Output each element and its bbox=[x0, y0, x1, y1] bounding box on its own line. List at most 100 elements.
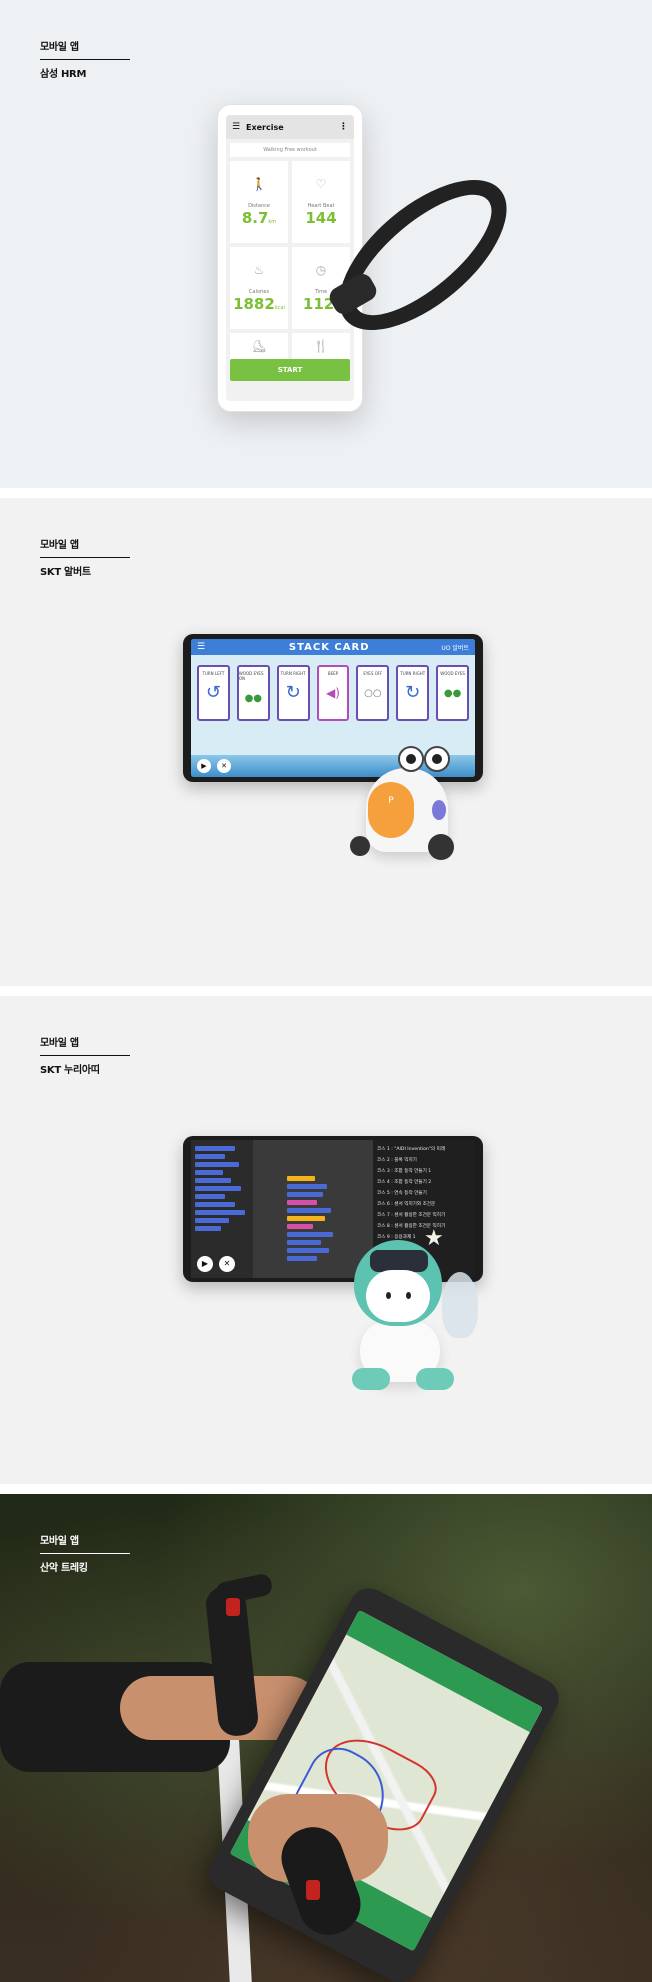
robot-foot bbox=[352, 1368, 390, 1390]
card-symbol: ↺ bbox=[205, 682, 221, 703]
code-block[interactable] bbox=[287, 1192, 323, 1197]
metric-label: Time bbox=[314, 289, 328, 295]
stack-card[interactable]: TURN LEFT ↺ bbox=[197, 665, 230, 721]
metric-value: 8.7km bbox=[241, 209, 277, 227]
code-workspace[interactable] bbox=[253, 1140, 373, 1278]
robot-eye-left bbox=[398, 746, 424, 772]
section-title: 산악 트레킹 bbox=[40, 1563, 88, 1574]
code-block[interactable] bbox=[287, 1176, 315, 1181]
stack-card[interactable]: WOOD EYES ●● bbox=[436, 665, 470, 721]
metric-label: Calories bbox=[248, 289, 270, 295]
lesson-item[interactable]: 코스 6 : 센서 익히기와 조건문 bbox=[377, 1202, 436, 1207]
metric-distance[interactable]: 🚶 Distance 8.7km bbox=[230, 161, 288, 243]
lesson-item[interactable]: 코스 5 : 연속 동작 만들기 bbox=[377, 1191, 427, 1196]
code-block[interactable] bbox=[195, 1178, 231, 1183]
code-block[interactable] bbox=[287, 1208, 331, 1213]
label-divider bbox=[40, 557, 130, 558]
card-label: WOOD EYES bbox=[440, 671, 465, 676]
code-block[interactable] bbox=[287, 1200, 317, 1205]
code-block[interactable] bbox=[195, 1218, 229, 1223]
stop-icon[interactable]: ✕ bbox=[219, 1256, 235, 1272]
app-bar: ☰ STACK CARD UO 알버트 bbox=[191, 639, 475, 655]
card-label: TURN LEFT bbox=[202, 671, 225, 676]
code-block[interactable] bbox=[287, 1184, 327, 1189]
label-divider bbox=[40, 1055, 130, 1056]
metric-calories[interactable]: ♨ Calories 1882kcal bbox=[230, 247, 288, 329]
code-block[interactable] bbox=[195, 1202, 235, 1207]
stack-card[interactable]: WOOD EYES ON●● bbox=[236, 665, 270, 721]
card-label: TURN RIGHT bbox=[400, 671, 426, 676]
code-block[interactable] bbox=[195, 1170, 223, 1175]
shoe-icon: ⛸ bbox=[251, 339, 267, 353]
star-icon: ★ bbox=[424, 1226, 444, 1251]
code-block[interactable] bbox=[195, 1194, 225, 1199]
code-block[interactable] bbox=[287, 1216, 325, 1221]
nuri-robot: ★ bbox=[320, 1226, 510, 1412]
section-mountain-trekking: 모바일 앱 산악 트레킹 bbox=[0, 1494, 652, 1982]
lesson-item[interactable]: 코스 9 : 응용과제 1 bbox=[377, 1235, 416, 1240]
code-block[interactable] bbox=[287, 1232, 333, 1237]
section-samsung-hrm: 모바일 앱 삼성 HRM ☰ Exercise ⋮ Walking Free w… bbox=[0, 0, 652, 488]
code-block[interactable] bbox=[195, 1162, 239, 1167]
section-title: 삼성 HRM bbox=[40, 69, 87, 80]
play-icon[interactable]: ▶ bbox=[197, 759, 211, 773]
app-title: Exercise bbox=[246, 122, 284, 132]
robot-wheel bbox=[428, 834, 454, 860]
code-block[interactable] bbox=[287, 1248, 329, 1253]
start-button[interactable]: START bbox=[230, 359, 350, 381]
robot-foot bbox=[416, 1368, 454, 1390]
play-icon[interactable]: ▶ bbox=[197, 1256, 213, 1272]
metric-label: Heart Beat bbox=[307, 203, 335, 209]
metric-heart-beat[interactable]: ♡ Heart Beat 144 bbox=[292, 161, 350, 243]
menu-icon[interactable]: ☰ bbox=[197, 642, 206, 652]
lesson-item[interactable]: 코스 8 : 센서 활용한 조건문 익히기 bbox=[377, 1224, 446, 1229]
stack-card[interactable]: EYES OFF○○ bbox=[356, 665, 390, 721]
code-block[interactable] bbox=[195, 1226, 221, 1231]
card-label: BEEP bbox=[327, 671, 339, 676]
robot-eye-left bbox=[386, 1292, 391, 1299]
lesson-item[interactable]: 코스 4 : 조합 동작 만들기 2 bbox=[377, 1180, 432, 1185]
code-block[interactable] bbox=[195, 1210, 245, 1215]
code-block[interactable] bbox=[287, 1240, 321, 1245]
section-label: 모바일 앱 SKT 누리아띠 bbox=[40, 1034, 130, 1076]
card-symbol: ↻ bbox=[285, 682, 301, 703]
albert-robot: P bbox=[350, 742, 456, 866]
workout-subtitle: Walking Free workout bbox=[230, 143, 350, 157]
metric-time[interactable]: ◷ Time 112m bbox=[292, 247, 350, 329]
stack-card[interactable]: BEEP ◀) bbox=[316, 665, 350, 721]
metric-tile-partial: 🍴 bbox=[292, 333, 350, 361]
app-screen: 코스 1 : "AIDI Invention"의 미래 코스 2 : 블록 익히… bbox=[191, 1140, 475, 1278]
code-block[interactable] bbox=[287, 1256, 317, 1261]
code-block[interactable] bbox=[195, 1154, 225, 1159]
section-label: 모바일 앱 삼성 HRM bbox=[40, 38, 130, 80]
code-block[interactable] bbox=[287, 1224, 313, 1229]
menu-icon[interactable]: ☰ bbox=[232, 122, 241, 132]
section-category: 모바일 앱 bbox=[40, 1536, 79, 1547]
card-symbol: ◀) bbox=[326, 686, 340, 700]
code-block[interactable] bbox=[195, 1146, 235, 1151]
section-category: 모바일 앱 bbox=[40, 42, 79, 53]
robot-side-light bbox=[432, 800, 446, 820]
metric-label: Distance bbox=[248, 203, 270, 209]
card-label: TURN RIGHT bbox=[280, 671, 306, 676]
lesson-item[interactable]: 코스 2 : 블록 익히기 bbox=[377, 1158, 417, 1163]
app-title: STACK CARD bbox=[288, 641, 370, 653]
code-block[interactable] bbox=[195, 1186, 241, 1191]
section-title: SKT 누리아띠 bbox=[40, 1065, 100, 1076]
lesson-item[interactable]: 코스 7 : 센서 활용한 조건문 익히기 bbox=[377, 1213, 446, 1218]
stack-card[interactable]: TURN RIGHT ↻ bbox=[276, 665, 310, 721]
metric-value: 1882kcal bbox=[233, 295, 285, 313]
stack-card[interactable]: TURN RIGHT↻ bbox=[396, 665, 430, 721]
lesson-item[interactable]: 코스 1 : "AIDI Invention"의 미래 bbox=[377, 1147, 446, 1152]
card-symbol: ●● bbox=[443, 688, 462, 699]
metrics-grid: 🚶 Distance 8.7km ♡ Heart Beat 144 ♨ Calo… bbox=[226, 161, 354, 361]
user-selector[interactable]: UO 알버트 bbox=[441, 644, 469, 652]
phone-mockup: ☰ Exercise ⋮ Walking Free workout 🚶 Dist… bbox=[217, 104, 363, 412]
flame-icon: ♨ bbox=[253, 263, 265, 277]
more-icon[interactable]: ⋮ bbox=[339, 122, 348, 132]
robot-eye-right bbox=[424, 746, 450, 772]
label-divider bbox=[40, 1553, 130, 1554]
lesson-item[interactable]: 코스 3 : 조합 동작 만들기 1 bbox=[377, 1169, 432, 1174]
stop-icon[interactable]: ✕ bbox=[217, 759, 231, 773]
robot-wing bbox=[442, 1272, 478, 1338]
